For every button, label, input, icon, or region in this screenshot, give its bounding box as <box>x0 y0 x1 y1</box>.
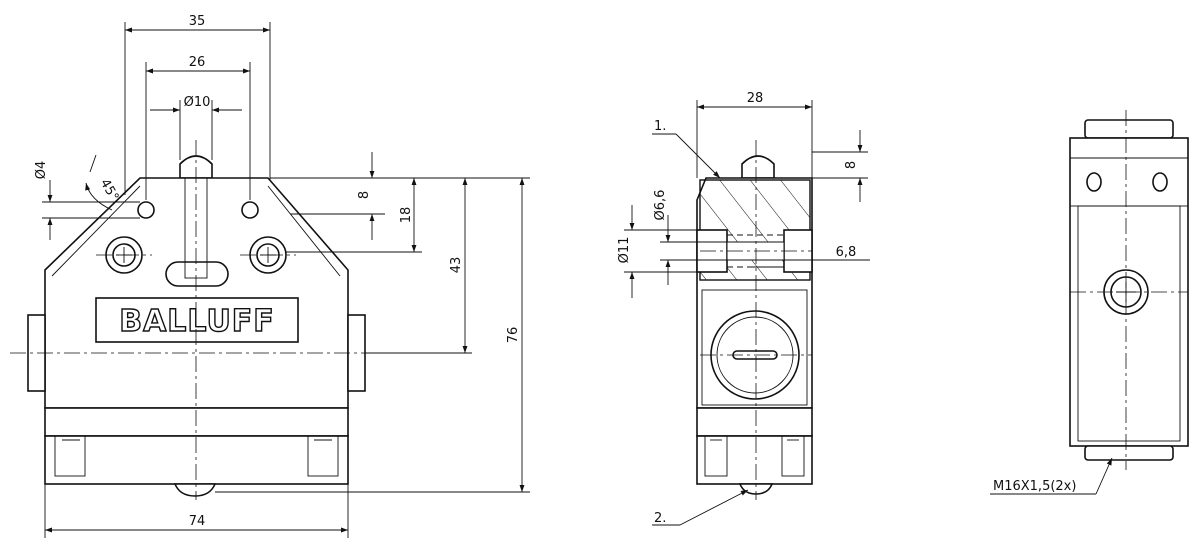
dim-dia4: Ø4 <box>34 161 49 180</box>
dim-dia10: Ø10 <box>184 95 211 110</box>
dim-76: 76 <box>506 327 521 344</box>
dim-dia11: Ø11 <box>617 237 632 264</box>
callout-1: 1. <box>654 119 666 134</box>
dim-43: 43 <box>449 257 464 274</box>
thread-callout: M16X1,5(2x) <box>993 479 1076 494</box>
front-brand-logo: BALLUFF <box>119 304 275 339</box>
dim-8-side: 8 <box>844 161 859 169</box>
dim-28: 28 <box>747 91 764 106</box>
dim-18: 18 <box>399 207 414 224</box>
side-view: 28 8 Ø6,6 Ø11 6,8 1. 2. <box>617 91 870 526</box>
dim-8-front: 8 <box>357 191 372 199</box>
front-view: BALLUFF 35 26 Ø10 <box>10 14 530 538</box>
dim-dia66: Ø6,6 <box>653 190 668 221</box>
dim-26: 26 <box>189 55 206 70</box>
rear-view: M16X1,5(2x) <box>990 110 1189 495</box>
dim-6-8: 6,8 <box>836 245 857 260</box>
dim-74: 74 <box>189 514 206 529</box>
callout-2: 2. <box>654 511 666 526</box>
dim-35: 35 <box>189 14 206 29</box>
